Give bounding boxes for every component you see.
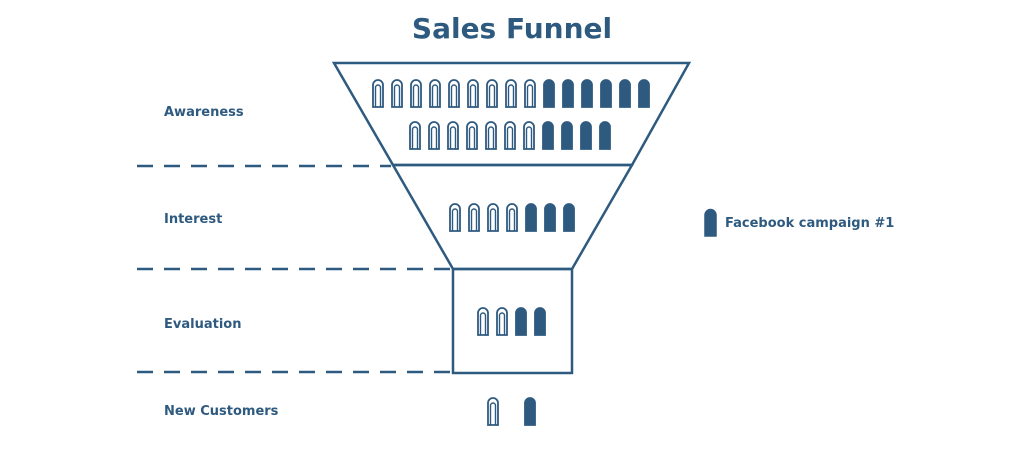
filled-person-icon xyxy=(581,79,593,108)
legend-filled-person-icon xyxy=(704,208,717,237)
filled-person-icon xyxy=(534,307,546,336)
filled-person-icon xyxy=(544,203,556,232)
outline-person-icon xyxy=(468,203,480,232)
outline-person-icon xyxy=(391,79,403,108)
filled-person-icon xyxy=(580,121,592,150)
outline-person-icon xyxy=(485,121,497,150)
outline-person-icon xyxy=(486,79,498,108)
outline-person-icon xyxy=(487,203,499,232)
outline-person-icon xyxy=(477,307,489,336)
outline-person-icon xyxy=(429,79,441,108)
stage-label-interest: Interest xyxy=(164,212,223,227)
stage-label-awareness: Awareness xyxy=(164,105,244,120)
page-title: Sales Funnel xyxy=(411,12,613,45)
person-icons-group xyxy=(372,79,650,426)
funnel-bottom-section xyxy=(451,267,574,375)
outline-person-icon xyxy=(496,307,508,336)
outline-person-icon xyxy=(523,121,535,150)
filled-person-icon xyxy=(525,203,537,232)
outline-person-icon xyxy=(448,79,460,108)
filled-person-icon xyxy=(542,121,554,150)
funnel-middle-section xyxy=(390,163,635,271)
outline-person-icon xyxy=(447,121,459,150)
outline-person-icon xyxy=(428,121,440,150)
filled-person-icon xyxy=(524,397,536,426)
filled-person-icon xyxy=(543,79,555,108)
outline-person-icon xyxy=(504,121,516,150)
outline-person-icon xyxy=(524,79,536,108)
filled-person-icon xyxy=(561,121,573,150)
outline-person-icon xyxy=(467,79,479,108)
outline-person-icon xyxy=(506,203,518,232)
filled-person-icon xyxy=(638,79,650,108)
outline-person-icon xyxy=(409,121,421,150)
outline-person-icon xyxy=(410,79,422,108)
filled-person-icon xyxy=(599,121,611,150)
stage-label-new-customers: New Customers xyxy=(164,404,279,419)
filled-person-icon xyxy=(563,203,575,232)
outline-person-icon xyxy=(449,203,461,232)
legend-label: Facebook campaign #1 xyxy=(725,216,895,231)
outline-person-icon xyxy=(487,397,499,426)
outline-person-icon xyxy=(466,121,478,150)
filled-person-icon xyxy=(600,79,612,108)
outline-person-icon xyxy=(505,79,517,108)
stage-label-evaluation: Evaluation xyxy=(164,317,242,332)
filled-person-icon xyxy=(562,79,574,108)
outline-person-icon xyxy=(372,79,384,108)
filled-person-icon xyxy=(515,307,527,336)
filled-person-icon xyxy=(619,79,631,108)
